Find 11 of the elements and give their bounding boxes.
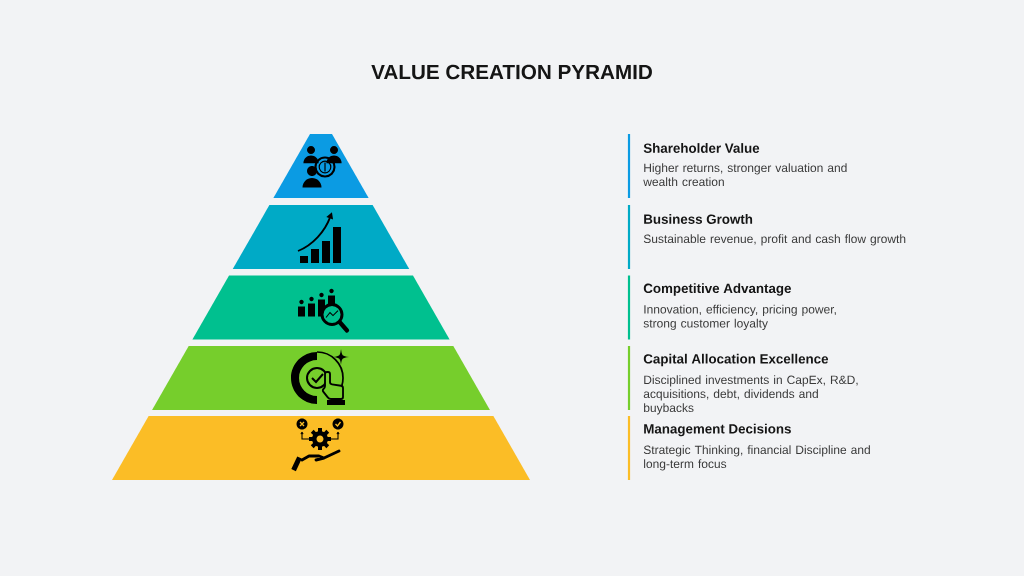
heading: Competitive Advantage (643, 283, 791, 296)
description: Sustainable revenue, profit and cash flow growth (643, 234, 906, 246)
heading: Shareholder Value (643, 143, 760, 153)
title: VALUE CREATION PYRAMID (371, 64, 652, 80)
heading: Capital Allocation Excellence (643, 353, 829, 367)
description: Strategic Thinking, financial Discipline and long-term focus (643, 445, 870, 471)
heading: Management Decisions (644, 423, 791, 437)
heading: Business Growth (644, 214, 753, 224)
description: Higher returns, stronger valuation and wealth creation (643, 163, 847, 187)
description: Disciplined investments in CapEx, R&D, acquisitions, debt, dividends and buybacks (643, 375, 858, 415)
description: Innovation, efficiency, pricing power, strong customer loyalty (643, 304, 836, 330)
